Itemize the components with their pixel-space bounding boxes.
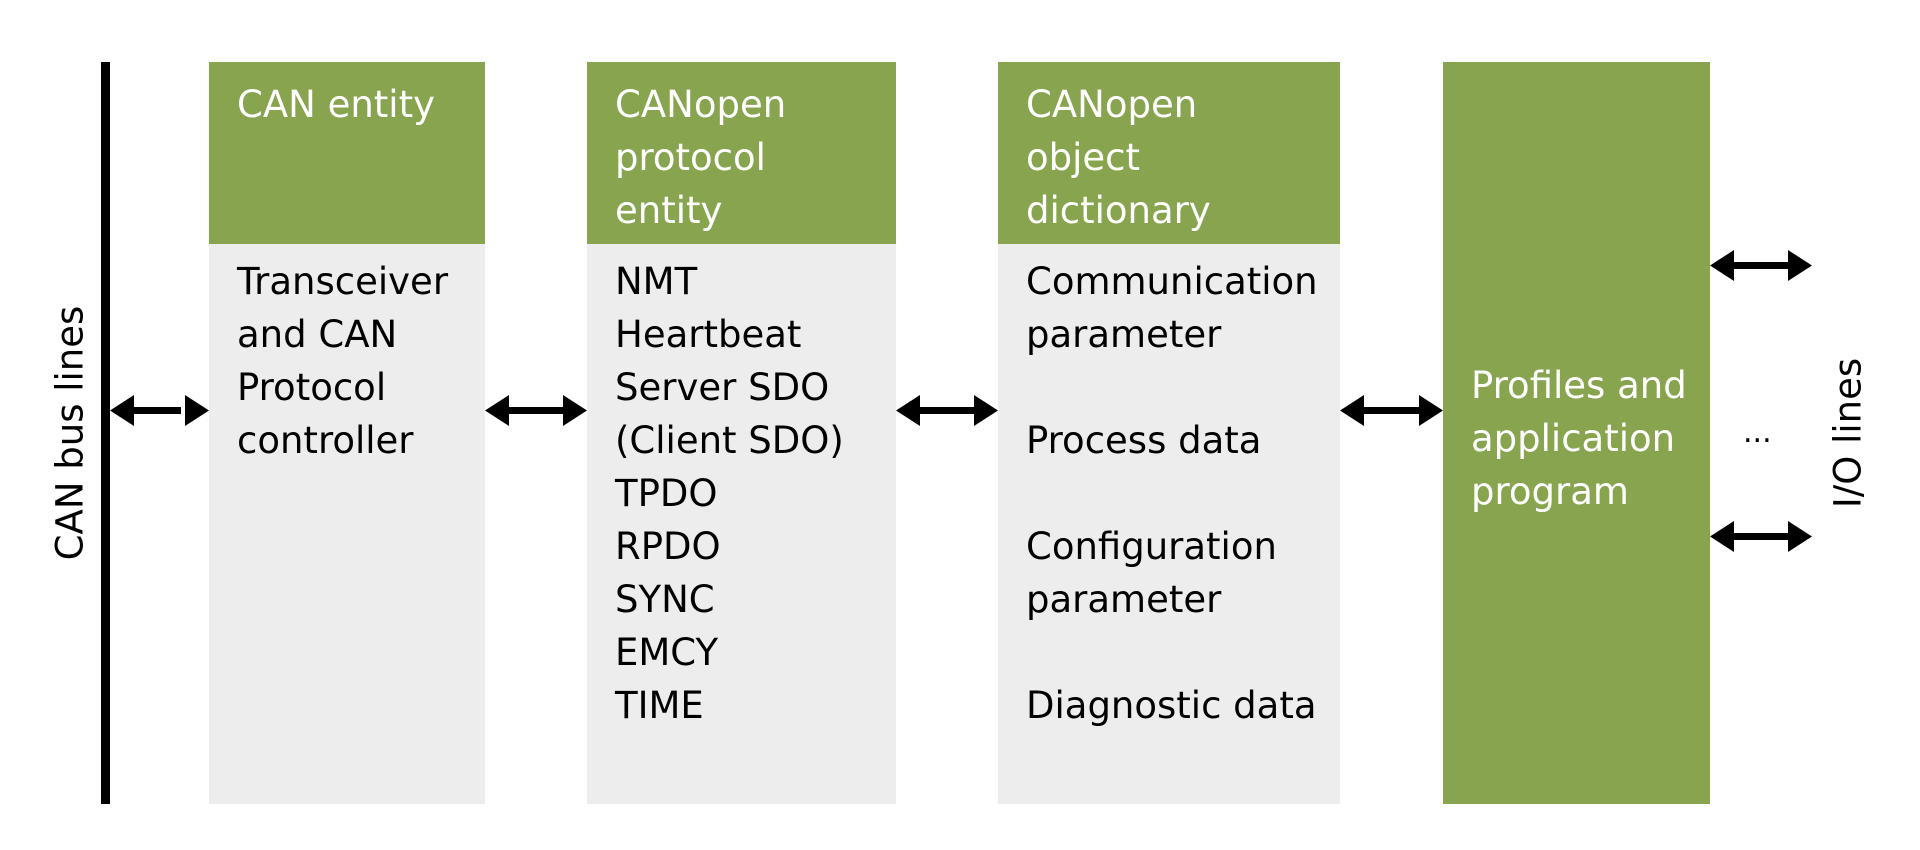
service-client-sdo: (Client SDO) bbox=[615, 419, 844, 462]
can-bus-line bbox=[101, 62, 110, 804]
canopen-protocol-entity-block: CANopen protocol entity NMT Heartbeat Se… bbox=[587, 62, 896, 804]
service-tpdo: TPDO bbox=[615, 472, 718, 515]
service-time: TIME bbox=[615, 684, 704, 727]
header-line: CANopen bbox=[1026, 83, 1198, 126]
header-line: dictionary bbox=[1026, 189, 1211, 232]
canopen-object-dictionary-header: CANopen object dictionary bbox=[998, 62, 1340, 244]
dictionary-line: parameter bbox=[1026, 578, 1222, 621]
spacer bbox=[1026, 467, 1340, 520]
header-line: protocol bbox=[615, 136, 766, 179]
header-line: CANopen bbox=[615, 83, 787, 126]
can-entity-header: CAN entity bbox=[209, 62, 485, 244]
arrow-can-entity-to-protocol bbox=[485, 395, 587, 426]
body-line: controller bbox=[237, 419, 414, 462]
body-line: Transceiver bbox=[237, 260, 449, 303]
spacer bbox=[1026, 361, 1340, 414]
canopen-object-dictionary-body: Communication parameter Process data Con… bbox=[998, 244, 1340, 732]
header-line: entity bbox=[615, 189, 723, 232]
header-line: CAN entity bbox=[237, 83, 435, 126]
dictionary-line: Configuration bbox=[1026, 525, 1277, 568]
body-line: Protocol bbox=[237, 366, 387, 409]
dictionary-line: Communication bbox=[1026, 260, 1318, 303]
service-emcy: EMCY bbox=[615, 631, 719, 674]
service-heartbeat: Heartbeat bbox=[615, 313, 802, 356]
arrow-io-upper bbox=[1710, 250, 1812, 281]
io-ellipsis: ... bbox=[1743, 415, 1772, 450]
arrow-bus-to-can-entity bbox=[110, 395, 209, 426]
service-rpdo: RPDO bbox=[615, 525, 721, 568]
profiles-application-text: Profiles and application program bbox=[1471, 359, 1687, 518]
canopen-protocol-entity-body: NMT Heartbeat Server SDO (Client SDO) TP… bbox=[587, 244, 896, 732]
profiles-line: Profiles and bbox=[1471, 364, 1687, 407]
service-nmt: NMT bbox=[615, 260, 698, 303]
service-sync: SYNC bbox=[615, 578, 715, 621]
profiles-line: application bbox=[1471, 417, 1676, 460]
canopen-object-dictionary-block: CANopen object dictionary Communication … bbox=[998, 62, 1340, 804]
can-bus-lines-label: CAN bus lines bbox=[48, 305, 92, 561]
spacer bbox=[1026, 626, 1340, 679]
header-line: object bbox=[1026, 136, 1141, 179]
can-entity-body: Transceiver and CAN Protocol controller bbox=[209, 244, 485, 467]
dictionary-line: parameter bbox=[1026, 313, 1222, 356]
profiles-application-block: Profiles and application program bbox=[1443, 62, 1710, 804]
service-server-sdo: Server SDO bbox=[615, 366, 830, 409]
canopen-protocol-entity-header: CANopen protocol entity bbox=[587, 62, 896, 244]
arrow-protocol-to-dictionary bbox=[896, 395, 998, 426]
profiles-line: program bbox=[1471, 470, 1629, 513]
dictionary-line: Diagnostic data bbox=[1026, 684, 1317, 727]
arrow-io-lower bbox=[1710, 521, 1812, 552]
arrow-dictionary-to-profiles bbox=[1340, 395, 1443, 426]
can-entity-block: CAN entity Transceiver and CAN Protocol … bbox=[209, 62, 485, 804]
body-line: and CAN bbox=[237, 313, 398, 356]
io-lines-label: I/O lines bbox=[1826, 357, 1870, 509]
dictionary-line: Process data bbox=[1026, 419, 1262, 462]
